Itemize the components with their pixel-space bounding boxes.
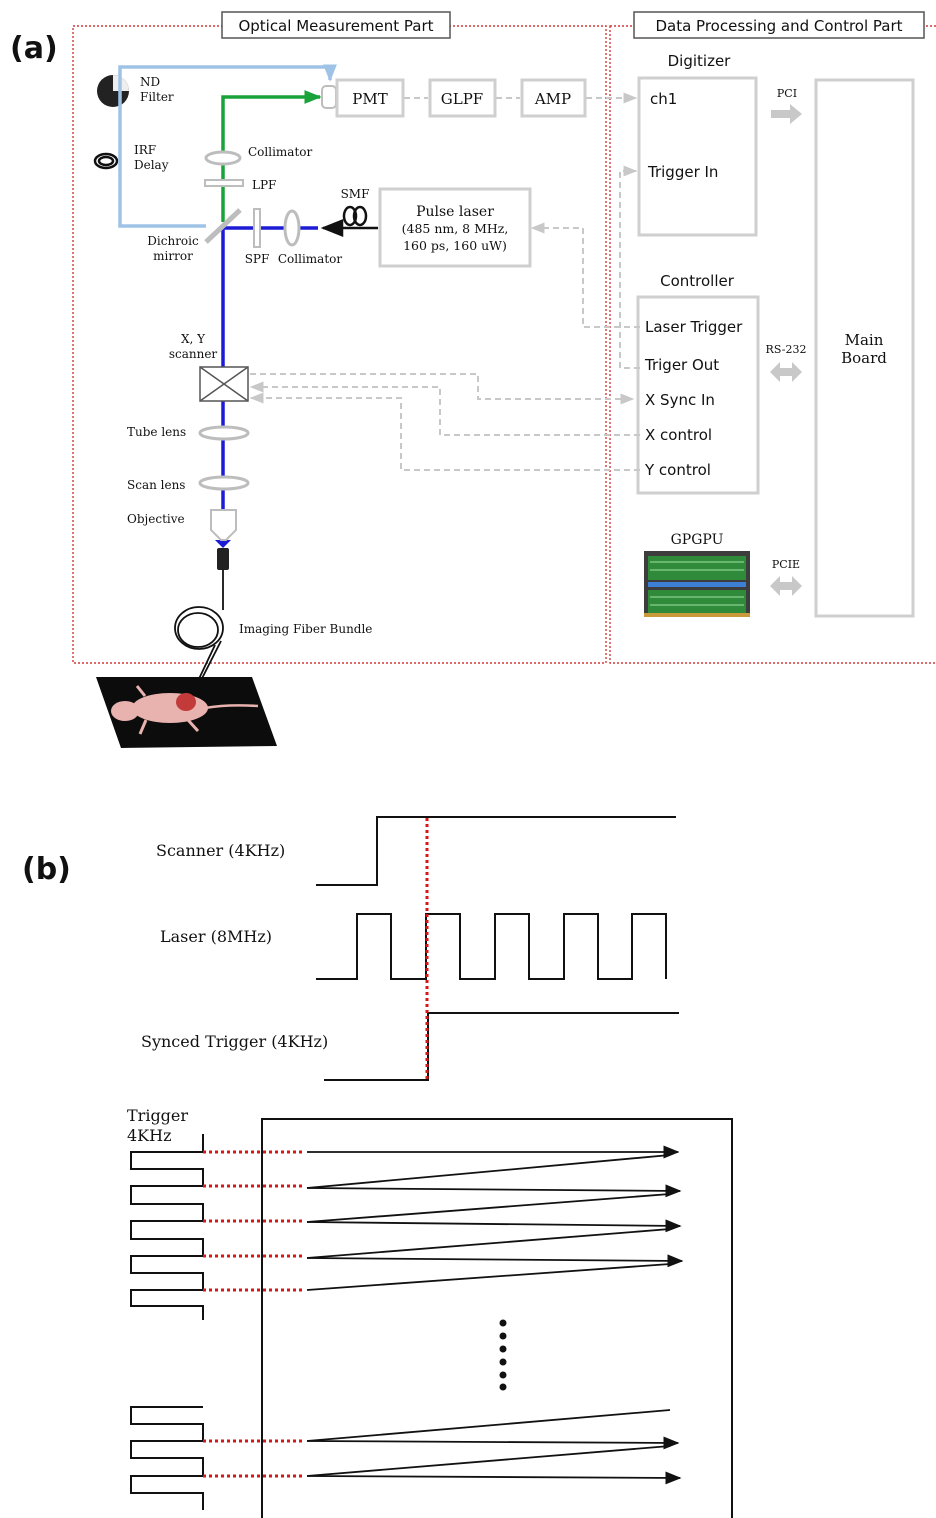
excitation-arrow-icon — [215, 540, 231, 548]
synced-trigger-label: Synced Trigger (4KHz) — [141, 1032, 328, 1051]
rs232-label: RS-232 — [766, 343, 807, 356]
lpf-label: LPF — [252, 178, 276, 192]
irf-delay-label-2: Delay — [134, 158, 169, 172]
trigger-label-2: 4KHz — [127, 1126, 172, 1145]
collimator-top-lens — [206, 152, 240, 164]
laser-waveform — [316, 914, 666, 979]
gpgpu-title: GPGPU — [671, 532, 724, 548]
dichroic-label-1: Dichroic — [147, 234, 199, 248]
nd-filter-label-1: ND — [140, 75, 160, 89]
digitizer-ch1: ch1 — [650, 90, 677, 108]
controller-trigger-out: Triger Out — [644, 356, 719, 374]
spf-label: SPF — [245, 252, 270, 266]
amp-label: AMP — [534, 90, 571, 108]
tube-lens — [200, 427, 248, 439]
panel-a-label: (a) — [10, 31, 58, 66]
nd-filter-label-2: Filter — [140, 90, 174, 104]
laser-trigger-link — [532, 228, 640, 327]
nd-filter-icon — [97, 75, 129, 107]
mouse-illustration — [96, 677, 277, 748]
laser-signal-label: Laser (8MHz) — [160, 927, 272, 946]
synced-trigger-waveform — [324, 1013, 679, 1080]
pci-label: PCI — [777, 87, 797, 100]
irf-delay-coil-icon — [95, 154, 117, 168]
digitizer-title: Digitizer — [668, 52, 732, 70]
tube-lens-label: Tube lens — [127, 425, 186, 439]
gpgpu-chip-icon — [644, 551, 750, 617]
x-control-link — [251, 387, 640, 435]
trigger-pulse-train-bottom — [131, 1407, 203, 1510]
scanner-signal-label: Scanner (4KHz) — [156, 841, 285, 860]
irf-delay-label-1: IRF — [134, 143, 156, 157]
pulse-laser-label-1: Pulse laser — [416, 204, 494, 220]
spf-filter — [254, 209, 260, 247]
controller-x-control: X control — [645, 426, 712, 444]
pcie-label: PCIE — [772, 558, 800, 571]
xy-scanner-label-1: X, Y — [181, 332, 206, 346]
dichroic-label-2: mirror — [153, 249, 193, 263]
digitizer-trigger-in: Trigger In — [647, 163, 718, 181]
pulse-laser-label-2: (485 nm, 8 MHz, — [402, 221, 509, 236]
smf-label: SMF — [341, 187, 370, 201]
collimator-side-label: Collimator — [278, 252, 343, 266]
objective-label: Objective — [127, 512, 185, 526]
trigger-sync-lines — [203, 1152, 302, 1476]
main-board-label-1: Main — [845, 331, 884, 349]
scanner-waveform — [316, 817, 676, 885]
fiber-bundle-label: Imaging Fiber Bundle — [239, 622, 372, 636]
glpf-label: GLPF — [441, 90, 483, 108]
collimator-top-label: Collimator — [248, 145, 313, 159]
pmt-label: PMT — [352, 90, 387, 108]
xy-scanner-box — [200, 367, 248, 401]
data-header: Data Processing and Control Part — [655, 17, 902, 35]
controller-y-control: Y control — [644, 461, 711, 479]
lpf-filter — [205, 180, 243, 186]
rs232-arrow-icon — [770, 362, 802, 382]
panel-b-label: (b) — [22, 852, 71, 887]
collimator-side-lens — [285, 211, 299, 245]
fiber-connector-icon — [217, 548, 229, 570]
raster-scan-lines — [307, 1152, 682, 1478]
scan-lens-label: Scan lens — [127, 478, 185, 492]
controller-x-sync-in: X Sync In — [645, 391, 715, 409]
controller-laser-trigger: Laser Trigger — [645, 318, 743, 336]
objective-icon — [211, 510, 236, 540]
controller-title: Controller — [660, 272, 735, 290]
pcie-arrow-icon — [770, 576, 802, 596]
xy-scanner-label-2: scanner — [169, 347, 218, 361]
trigger-pulse-train-top — [131, 1134, 203, 1320]
pulse-laser-label-3: 160 ps, 160 uW) — [403, 238, 507, 253]
continuation-dots-icon — [500, 1320, 507, 1391]
scan-lens — [200, 477, 248, 489]
main-board-label-2: Board — [841, 349, 887, 367]
pci-arrow-icon — [771, 104, 802, 124]
trigger-label-1: Trigger — [127, 1106, 188, 1125]
raster-frame — [262, 1119, 732, 1518]
optical-part-border — [73, 26, 606, 663]
pmt-window-icon — [322, 86, 336, 108]
smf-coil-icon — [344, 207, 366, 225]
optical-header: Optical Measurement Part — [238, 17, 433, 35]
